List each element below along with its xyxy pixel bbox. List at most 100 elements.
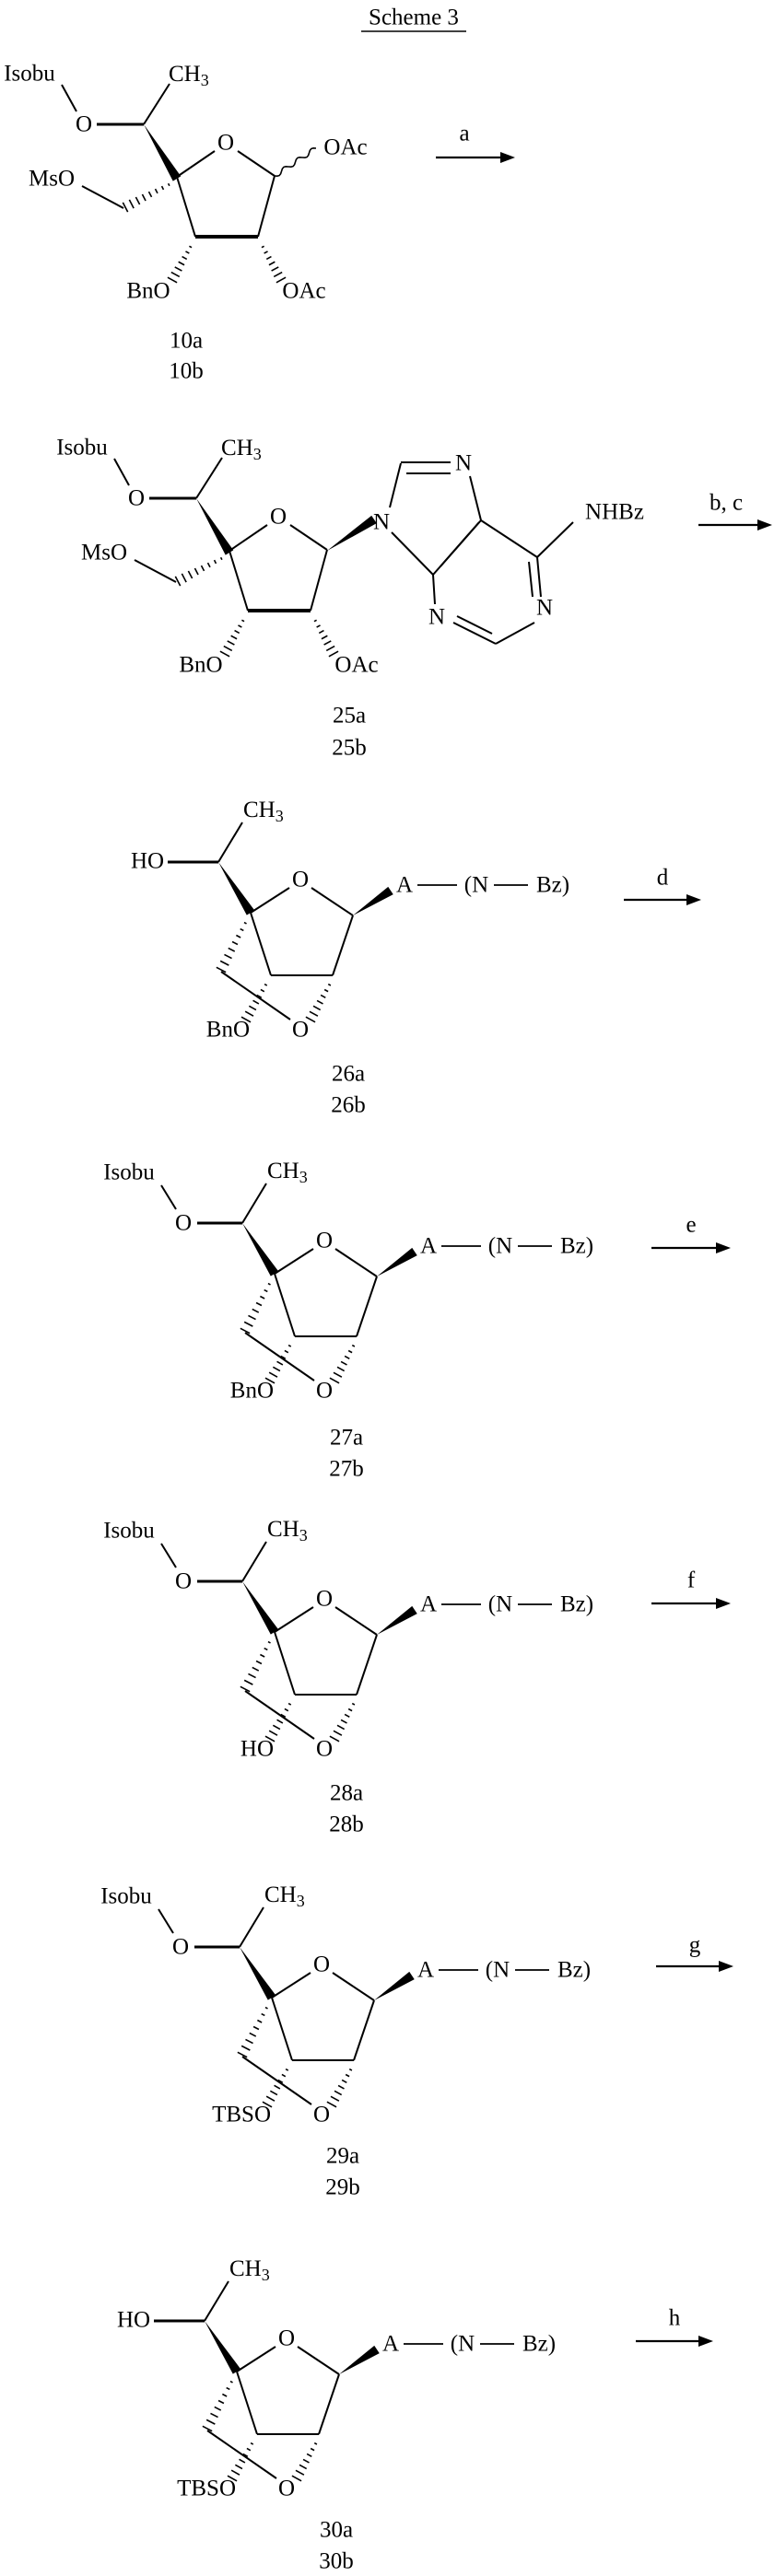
reaction-arrow-step-7: h [636,2306,713,2347]
adenine-label: A [396,873,413,898]
single-bond [310,549,328,612]
hashed-bond [329,1344,356,1384]
hashed-bond [326,2068,353,2108]
scheme-title: Scheme 3 [369,6,459,30]
compound-id-b: 26b [331,1093,366,1118]
single-bond [311,887,354,916]
methyl-subscript: 3 [276,807,284,825]
hashed-bond [237,2006,268,2058]
isobutyl-label: Isobu [100,1884,152,1909]
compound-id-a: 28a [330,1781,363,1806]
compound-id-b: 30b [319,2549,354,2574]
methyl-subscript: 3 [297,1892,305,1910]
adenine-label: A [417,1958,434,1983]
reaction-arrow-step-3: d [624,866,701,905]
methyl-label: CH3 [264,1882,305,1911]
benzoyl-label: Bz) [536,873,569,898]
compound-id-b: 29b [325,2175,360,2200]
methyl-main: CH [267,1517,299,1542]
compound-id-b: 10b [169,359,204,384]
single-bond [432,574,436,605]
single-bond [274,1273,296,1337]
adenine-label: A [382,2332,399,2357]
methyl-label: CH3 [267,1517,308,1545]
methyl-subscript: 3 [253,445,262,463]
n6-label: (N [486,1958,510,1983]
compound-id-b: 27b [329,1457,364,1482]
single-bond [456,615,493,635]
adenine-label: A [420,1234,437,1259]
bridge-oxygen-label: O [278,2477,295,2501]
ring-oxygen-label: O [217,131,234,156]
ring-oxygen-label: O [316,1587,333,1612]
hashed-bond [264,1702,292,1743]
single-bond [528,561,534,598]
methyl-subscript: 3 [262,2266,270,2284]
methyl-main: CH [267,1159,299,1183]
single-bond [271,1972,311,1999]
methyl-subscript: 3 [299,1168,308,1186]
wedge-bond [218,862,255,915]
single-bond [469,475,482,521]
ether-oxygen-label: O [128,486,145,511]
single-bond [536,521,574,558]
reaction-arrow-step-6: g [656,1933,733,1972]
arrow-head [716,1598,731,1609]
benzoyl-label: Bz) [560,1234,593,1259]
single-bond [318,2373,340,2435]
wedge-bond [144,124,182,181]
ring-oxygen-label: O [316,1229,333,1253]
hydroxy-label: HO [131,849,164,874]
single-bond [257,175,276,238]
c2-substituent-label: OAc [334,653,378,678]
single-bond [332,915,354,976]
isobutyl-label: Isobu [103,1160,155,1185]
hashed-bond [167,245,193,284]
hashed-bond [216,921,247,973]
ring-oxygen-label: O [270,505,287,530]
single-bond [239,1906,264,1948]
single-bond [244,1332,315,1381]
adenine-label: A [420,1592,437,1617]
compound-id-b: 28b [329,1813,364,1837]
n9-label: N [373,510,390,535]
reaction-arrow-step-5: f [651,1568,731,1609]
single-bond [271,1997,293,2061]
single-bond [274,1631,296,1696]
single-bond [334,1606,378,1636]
single-bond [480,519,538,558]
methyl-main: CH [243,798,276,822]
single-bond [176,176,196,238]
methyl-main: CH [229,2256,262,2281]
hashed-bond [305,983,332,1023]
compound-id-a: 30a [320,2518,353,2543]
wedge-bond [242,1223,279,1276]
wedge-bond [374,1971,415,2000]
hashed-bond [219,619,245,658]
wedge-bond [242,1581,279,1635]
single-bond [81,185,124,209]
single-bond [229,524,268,552]
methyl-main: CH [169,62,201,87]
compound-id-b: 25b [332,736,367,761]
single-bond [237,150,276,177]
ring-oxygen-label: O [278,2326,295,2351]
single-bond [250,887,290,914]
isobutyl-label: Isobu [56,436,108,460]
compound-id-a: 10a [170,329,203,354]
mesylate-label: MsO [29,167,75,192]
wedge-bond [205,2321,241,2374]
arrow-head [719,1961,733,1972]
single-bond [241,2056,312,2105]
single-bond [134,559,177,583]
benzoyl-label: Bz) [522,2332,556,2357]
isobutyl-label: Isobu [4,62,55,87]
